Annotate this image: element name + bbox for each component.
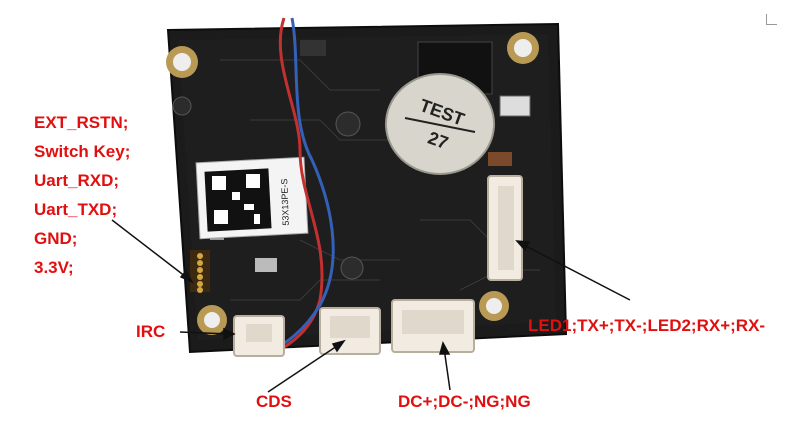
pin-label-ext-rstn: EXT_RSTN; <box>34 113 129 132</box>
qr-caption: 53X13PE-S <box>279 178 291 225</box>
test-sticker: TEST 27 <box>385 73 495 175</box>
led-connector <box>487 175 523 281</box>
irc-label: IRC <box>136 322 166 341</box>
corner-mark <box>766 14 777 25</box>
dc-label: DC+;DC-;NG;NG <box>398 392 531 411</box>
pin-header-labels: EXT_RSTN; Switch Key; Uart_RXD; Uart_TXD… <box>34 108 130 282</box>
qr-label: 53X13PE-S <box>195 156 309 240</box>
screws <box>172 96 364 280</box>
pin-label-gnd: GND; <box>34 229 78 248</box>
mounting-holes <box>166 32 539 335</box>
cds-label: CDS <box>256 392 292 411</box>
pin-label-3v3: 3.3V; <box>34 258 74 277</box>
dc-connector <box>391 299 475 353</box>
wires <box>267 17 335 354</box>
led-label: LED1;TX+;TX-;LED2;RX+;RX- <box>528 316 766 335</box>
pin-label-uart-rxd: Uart_RXD; <box>34 171 120 190</box>
pin-label-switch-key: Switch Key; <box>34 142 131 161</box>
pointer-lines <box>111 219 631 393</box>
cds-connector <box>319 307 381 355</box>
pin-header <box>190 250 210 293</box>
pin-label-uart-txd: Uart_TXD; <box>34 200 118 219</box>
irc-connector <box>233 315 285 357</box>
